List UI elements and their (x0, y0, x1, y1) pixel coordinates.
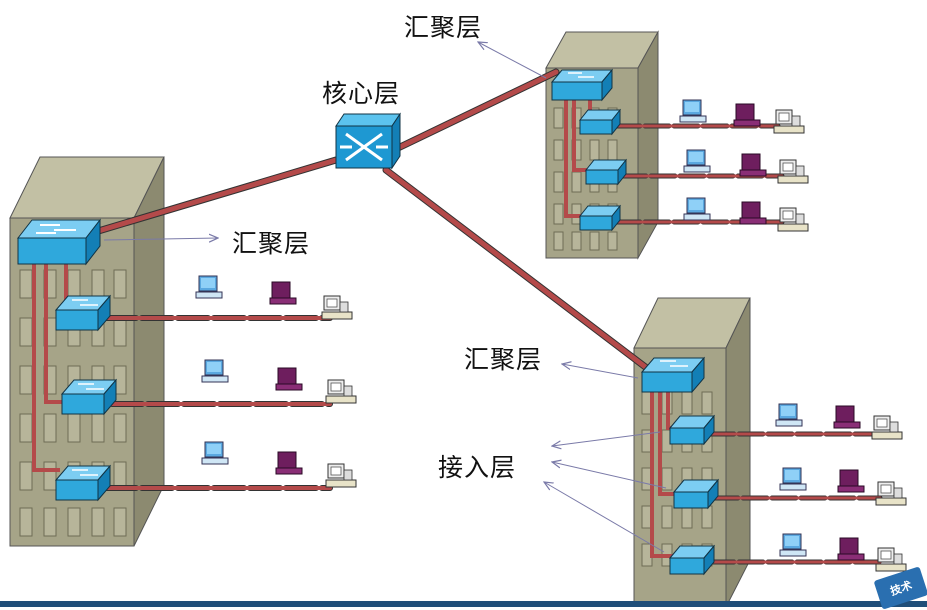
access-switch (584, 158, 628, 186)
access-switch (60, 378, 118, 416)
workstation-icon (871, 415, 903, 440)
workstation-icon (325, 463, 357, 488)
access-switches (54, 108, 720, 576)
access-switch (54, 464, 112, 502)
workstation-icon (875, 547, 907, 572)
computer-icon (275, 451, 303, 475)
workstation-icon (875, 481, 907, 506)
distribution-switch-bottom (640, 356, 706, 394)
computer-icon (739, 201, 767, 225)
workstation-icon (777, 159, 809, 184)
computer-icon (779, 467, 807, 491)
label-core-layer: 核心层 (322, 79, 401, 108)
access-switch (578, 204, 622, 232)
core-switch (335, 112, 401, 170)
computer-icon (679, 99, 707, 123)
workstation-icon (325, 379, 357, 404)
access-switch (672, 478, 720, 510)
workstation-icon (777, 207, 809, 232)
workstation-icon (321, 295, 353, 320)
backbone-links-fill (92, 69, 655, 375)
computer-icon (775, 403, 803, 427)
workstation-icon (773, 109, 805, 134)
computer-icon (269, 281, 297, 305)
computer-icon (837, 469, 865, 493)
label-access-layer: 接入层 (438, 453, 517, 482)
computer-icon (275, 367, 303, 391)
access-switch (578, 108, 622, 136)
distribution-switch-top (550, 68, 614, 102)
access-switch (668, 544, 716, 576)
label-distribution-left: 汇聚层 (232, 229, 311, 258)
riser-links (32, 90, 680, 558)
computer-icon (733, 103, 761, 127)
computer-icon (195, 275, 223, 299)
access-links (103, 123, 883, 565)
crossed-arrows-icon (340, 132, 388, 162)
access-switch (54, 294, 112, 332)
computer-icon (683, 149, 711, 173)
label-distribution-top: 汇聚层 (404, 13, 483, 42)
bottom-bar (0, 601, 927, 607)
annotation-arrows (103, 42, 667, 553)
computer-icon (833, 405, 861, 429)
computer-icon (837, 537, 865, 561)
computer-icon (683, 197, 711, 221)
label-distribution-right: 汇聚层 (464, 345, 543, 374)
access-switch (668, 414, 716, 446)
distribution-switch-left (16, 218, 102, 266)
computer-icon (779, 533, 807, 557)
left-building (9, 156, 165, 547)
computer-icon (201, 359, 229, 383)
computer-icon (201, 441, 229, 465)
computer-icon (739, 153, 767, 177)
